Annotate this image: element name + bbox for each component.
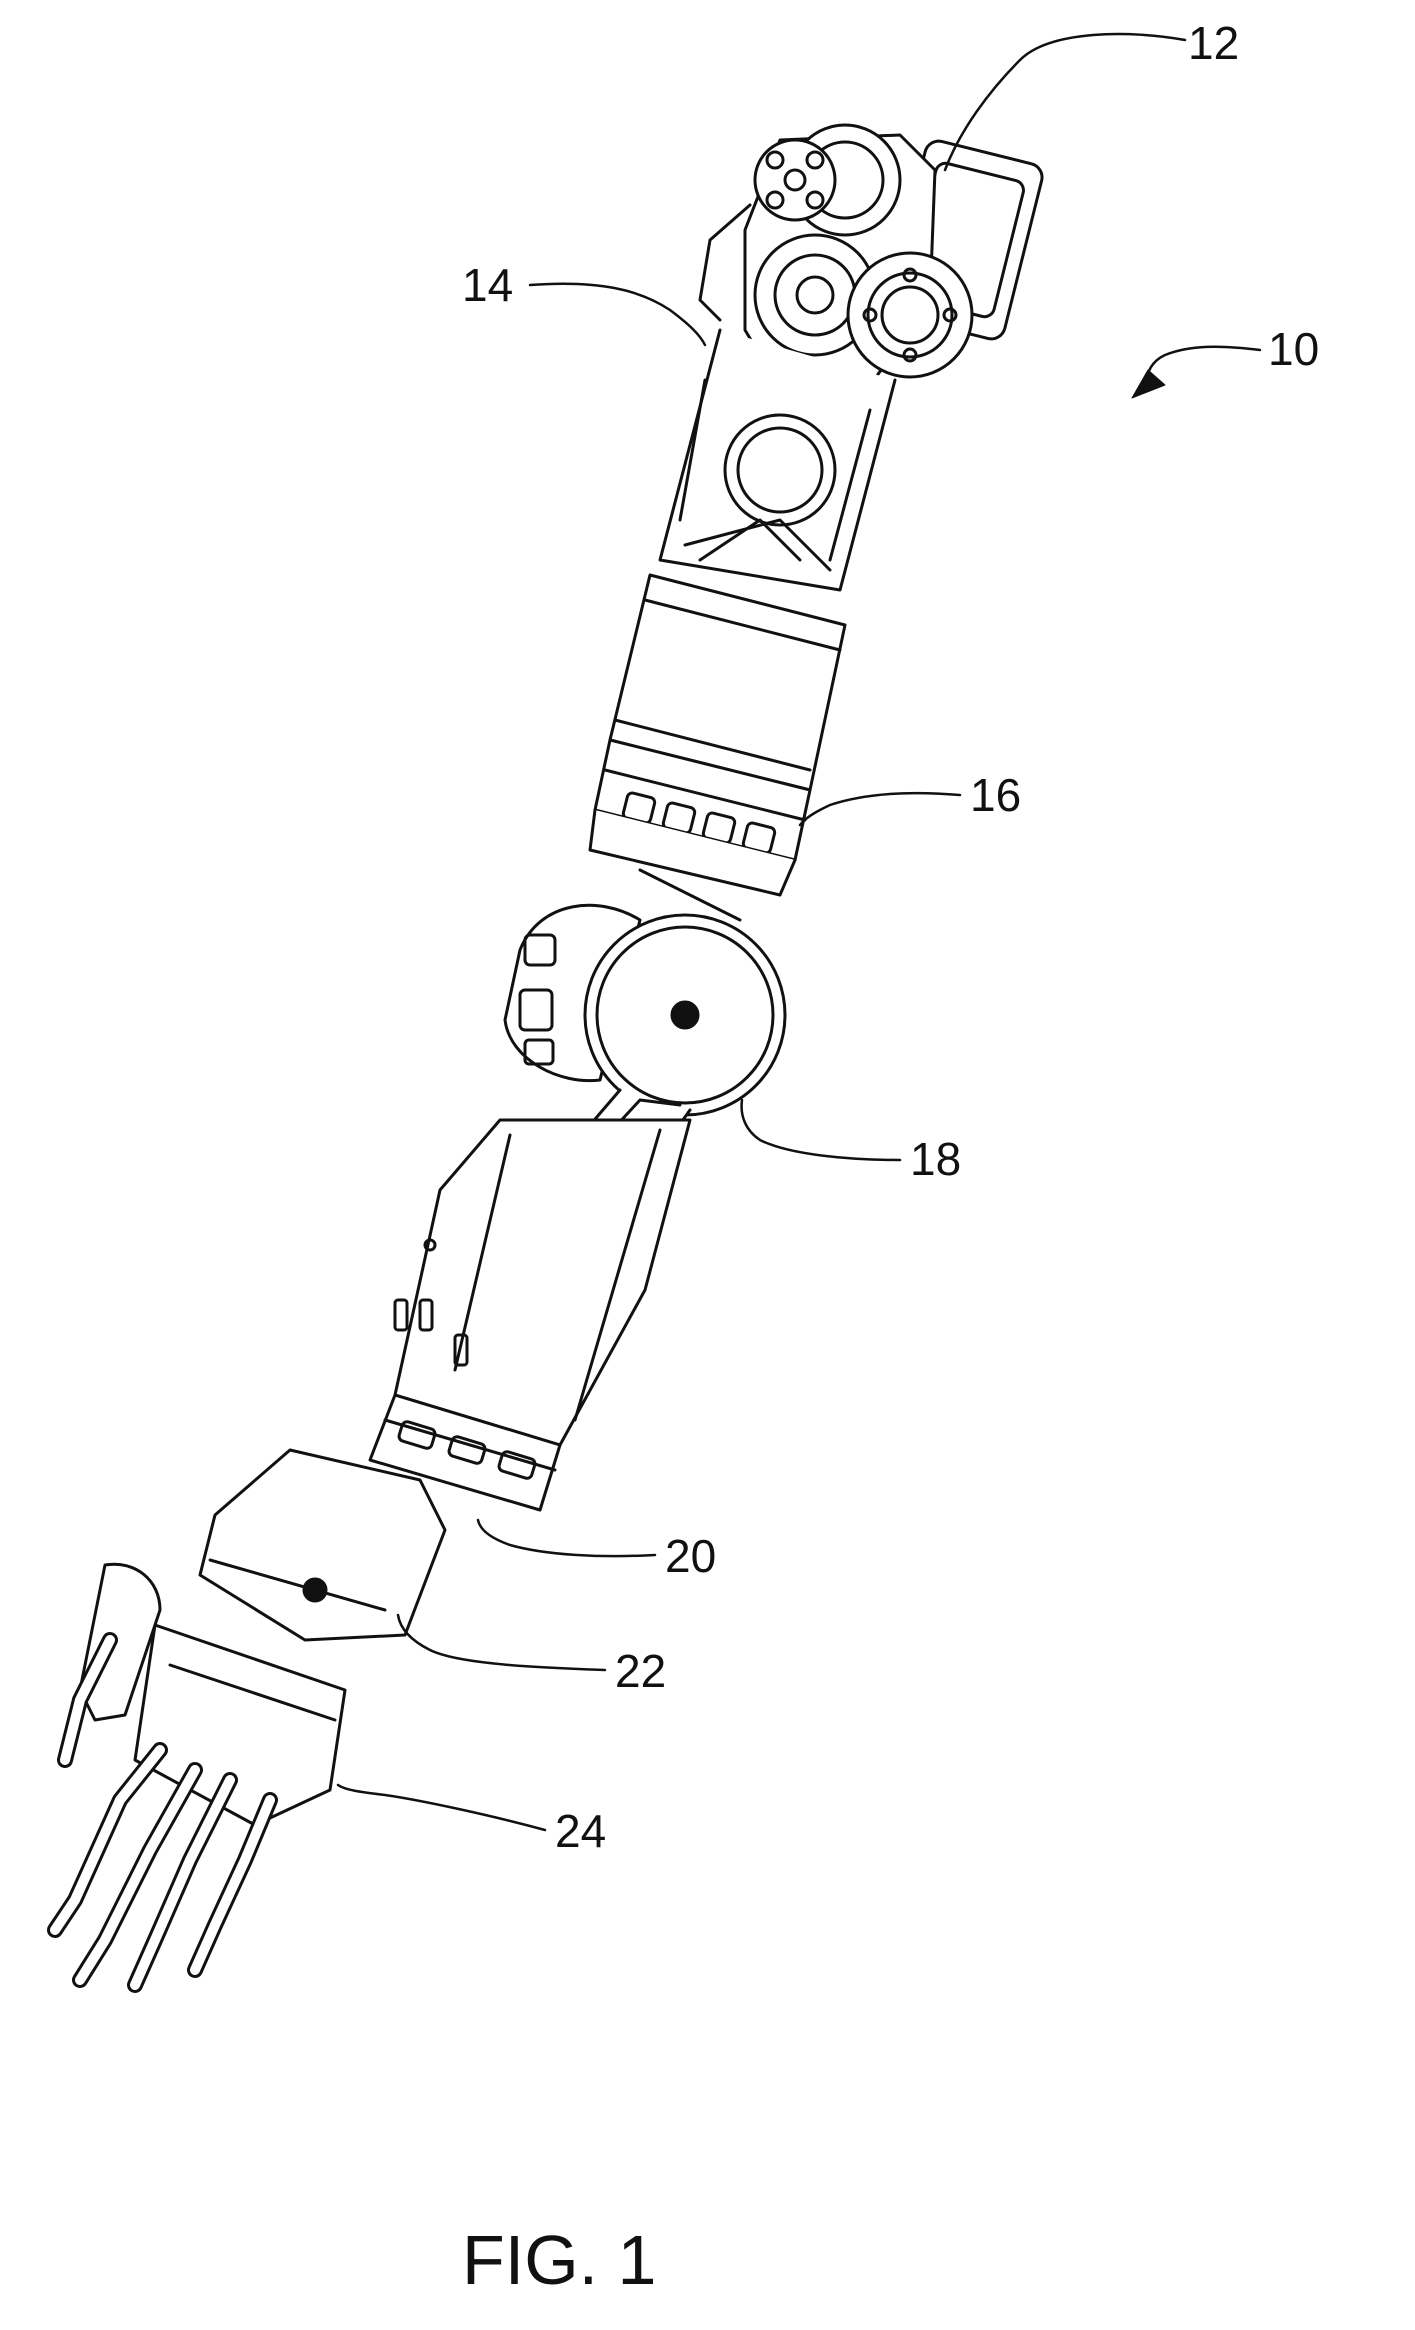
- forearm-housing: [395, 1120, 690, 1445]
- label-14: 14: [462, 262, 513, 308]
- leader-22: [398, 1615, 605, 1670]
- leader-20: [478, 1520, 655, 1556]
- label-12: 12: [1188, 20, 1239, 66]
- wrist: [200, 1450, 445, 1640]
- label-22: 22: [615, 1648, 666, 1694]
- label-24: 24: [555, 1808, 606, 1854]
- arrowhead-10: [1132, 370, 1165, 398]
- leader-24: [338, 1785, 545, 1830]
- label-10: 10: [1268, 326, 1319, 372]
- leader-18: [742, 1100, 900, 1160]
- leader-14: [530, 284, 705, 345]
- label-20: 20: [665, 1533, 716, 1579]
- label-18: 18: [910, 1136, 961, 1182]
- figure-caption: FIG. 1: [462, 2225, 656, 2295]
- label-16: 16: [970, 772, 1021, 818]
- leader-16: [800, 793, 960, 825]
- leader-12: [945, 34, 1185, 170]
